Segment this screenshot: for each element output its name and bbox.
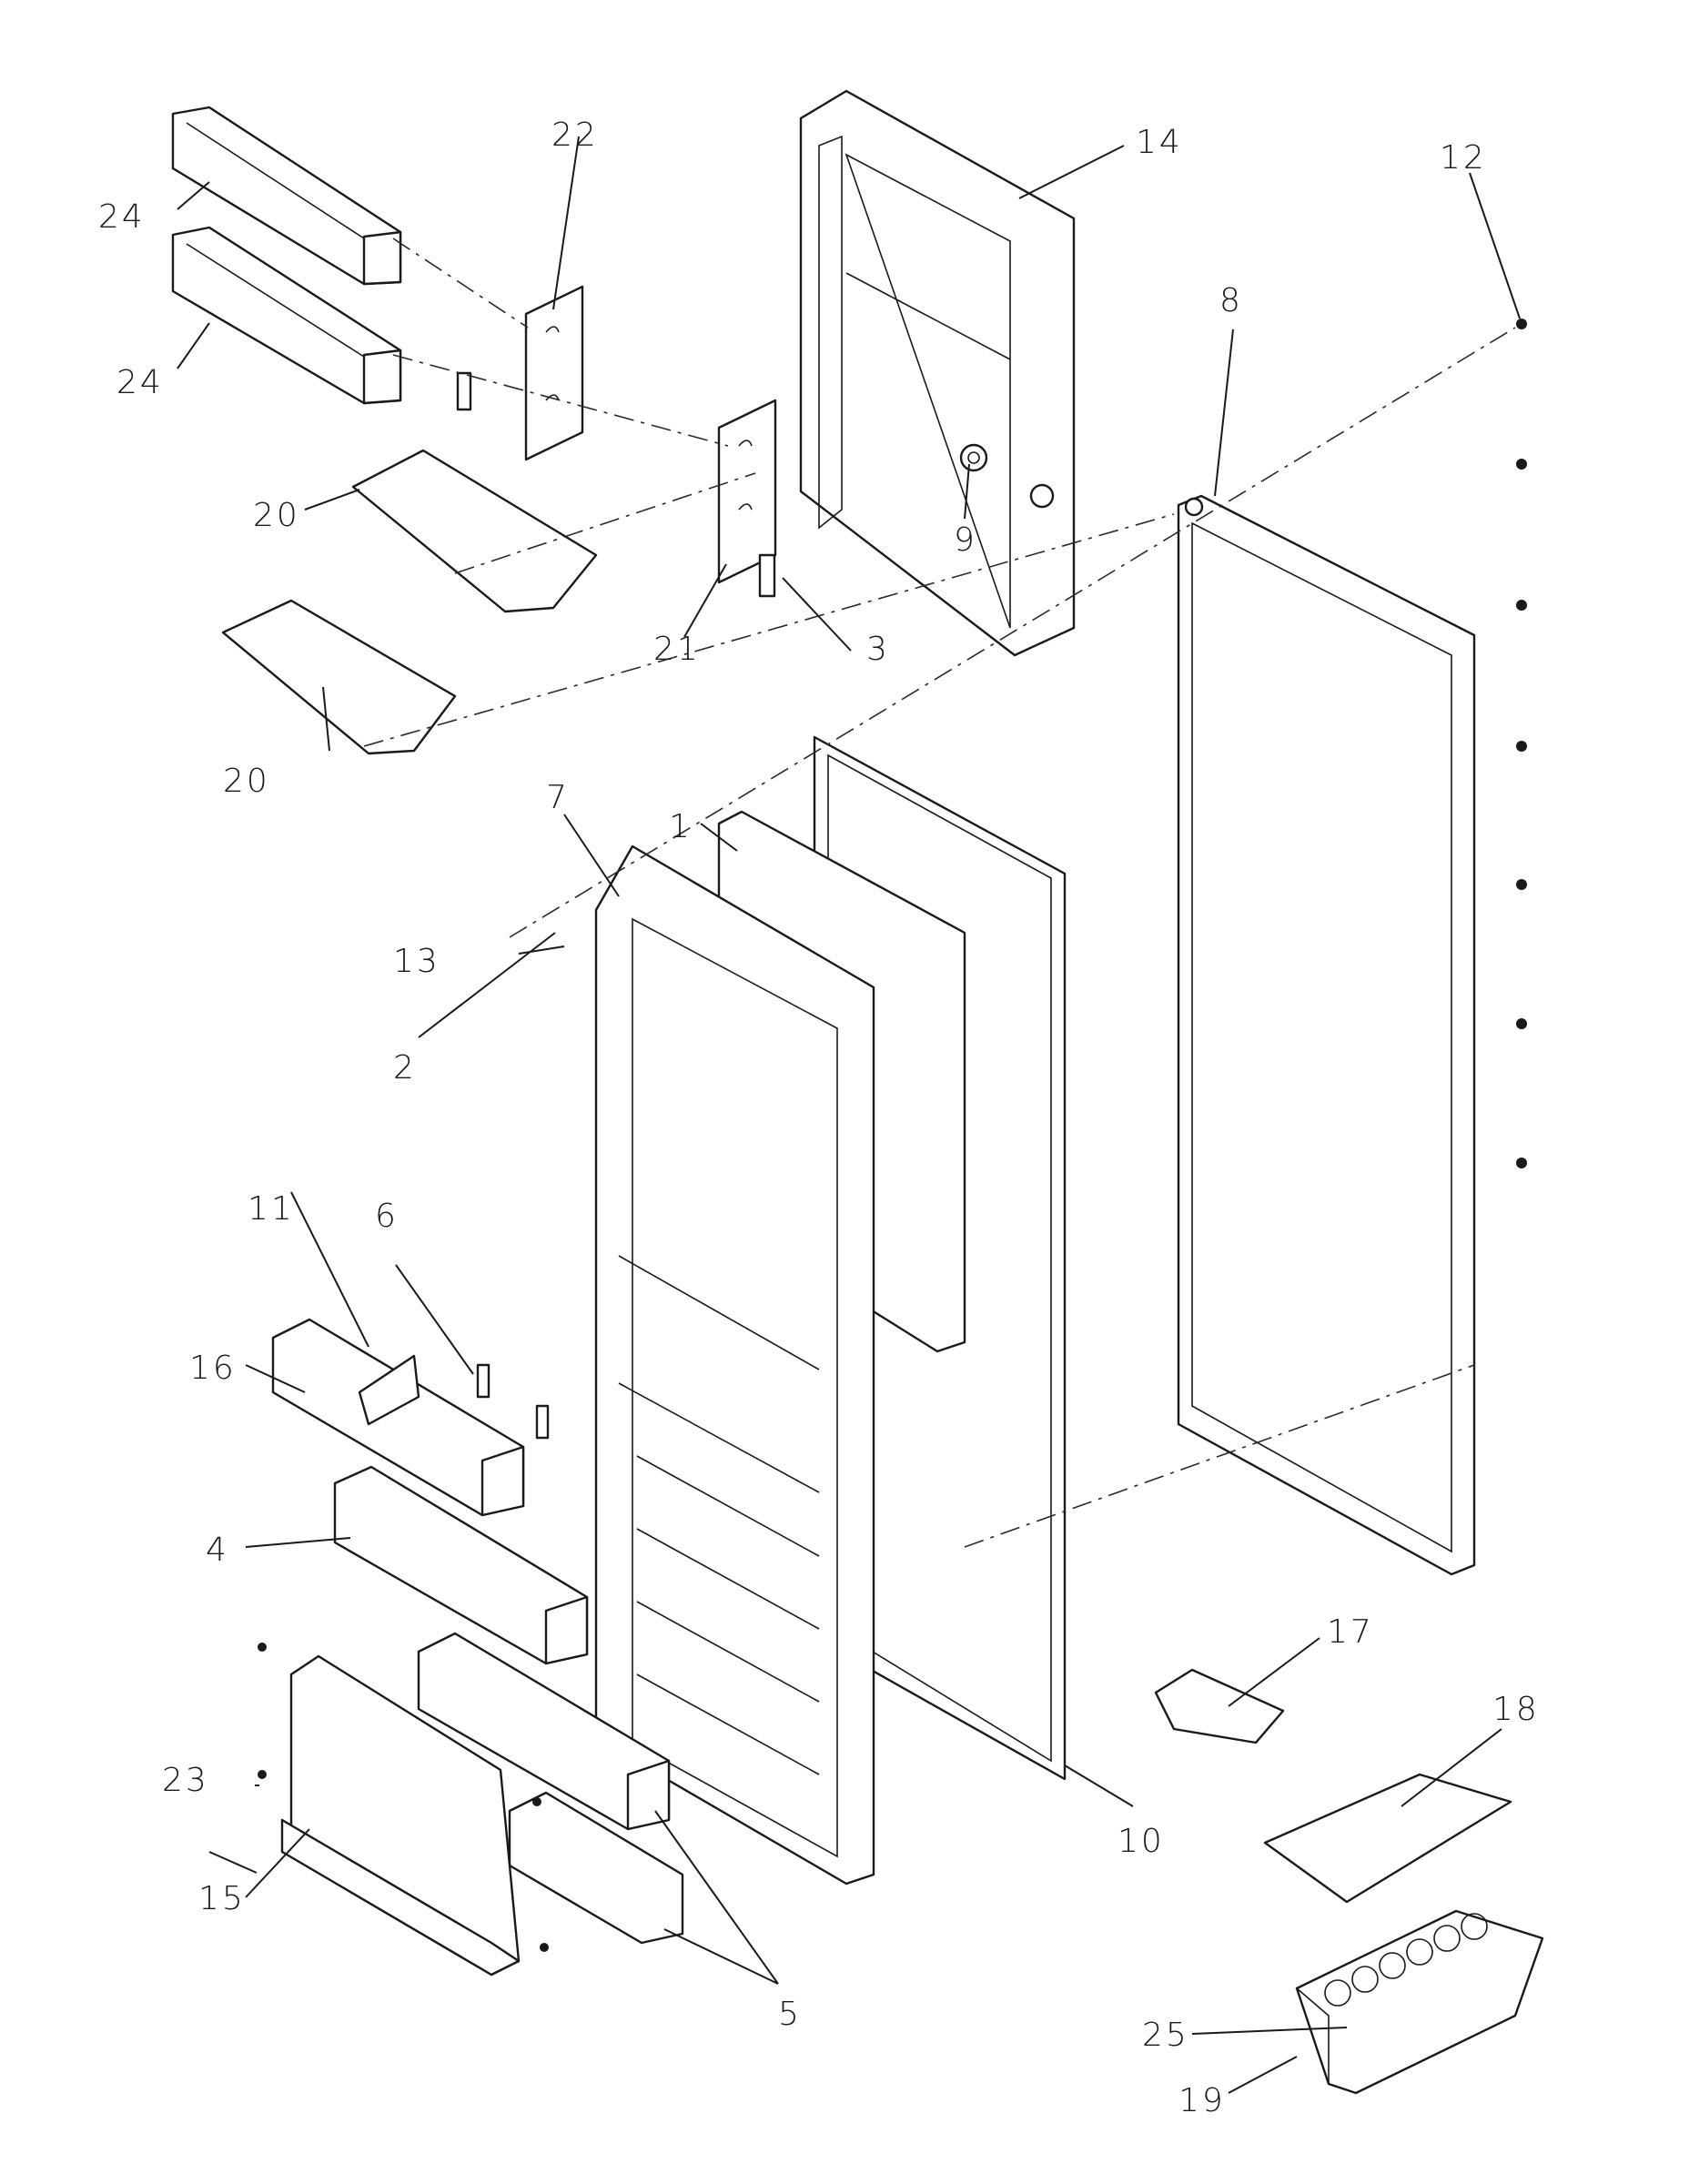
callout-25: 25 (1142, 2017, 1189, 2054)
callout-4: 4 (206, 1532, 229, 1569)
part-22-bracket (524, 285, 584, 461)
callout-22: 22 (551, 116, 599, 154)
part-15-bin-front-panel (280, 1654, 521, 1977)
part-14-dispenser-frame (799, 89, 1076, 657)
callout-20-lower: 20 (223, 763, 270, 800)
callout-21: 21 (653, 631, 701, 668)
callout-13: 13 (393, 943, 440, 980)
part-5-door-bin-upper (417, 1632, 671, 1831)
callout-10: 10 (1118, 1823, 1165, 1860)
callout-labels: 1 2 3 4 5 6 7 8 9 10 11 12 13 14 15 16 1… (98, 116, 1540, 2119)
part-16-door-bin (271, 1318, 525, 1517)
callout-11: 11 (248, 1190, 295, 1228)
callout-3: 3 (866, 631, 890, 668)
part-20-upper-shelf (351, 449, 598, 613)
part-17-small-bin (1154, 1668, 1285, 1744)
callout-24-upper: 24 (98, 198, 146, 236)
callout-17: 17 (1327, 1613, 1374, 1651)
callout-19: 19 (1178, 2082, 1226, 2119)
part-18-egg-tray-lid (1263, 1773, 1512, 1904)
callout-14: 14 (1136, 124, 1183, 161)
callout-15: 15 (198, 1880, 246, 1917)
part-7-inner-door-liner (594, 844, 875, 1886)
leader-lines (177, 136, 1521, 2094)
callout-16: 16 (189, 1350, 237, 1387)
callout-5: 5 (778, 1996, 802, 2033)
callout-18: 18 (1492, 1691, 1540, 1728)
part-19-egg-tray-base (1295, 1909, 1544, 2095)
callout-1: 1 (669, 808, 693, 845)
callout-12: 12 (1440, 139, 1487, 177)
part-25-egg-cups (1324, 1913, 1488, 2007)
callout-6: 6 (375, 1198, 399, 1235)
part-3-clip (456, 371, 776, 598)
part-12-screws (1516, 318, 1527, 1168)
part-20-lower-shelf (221, 599, 457, 755)
callout-7: 7 (546, 779, 570, 816)
part-6-clip (476, 1363, 550, 1440)
part-24-upper-bin (171, 106, 402, 405)
callout-20-upper: 20 (253, 497, 300, 534)
part-9-knob (959, 443, 988, 472)
callout-24-lower: 24 (116, 364, 164, 401)
part-23-screws (258, 1643, 549, 1952)
callout-8: 8 (1219, 282, 1243, 319)
alignment-lines (363, 238, 1516, 1548)
callout-2: 2 (393, 1049, 417, 1087)
part-4-door-bin (333, 1465, 589, 1665)
part-11-bin-divider (358, 1354, 420, 1426)
callout-9: 9 (954, 521, 977, 559)
part-8-outer-door (1177, 494, 1476, 1576)
callout-23: 23 (162, 1762, 209, 1799)
